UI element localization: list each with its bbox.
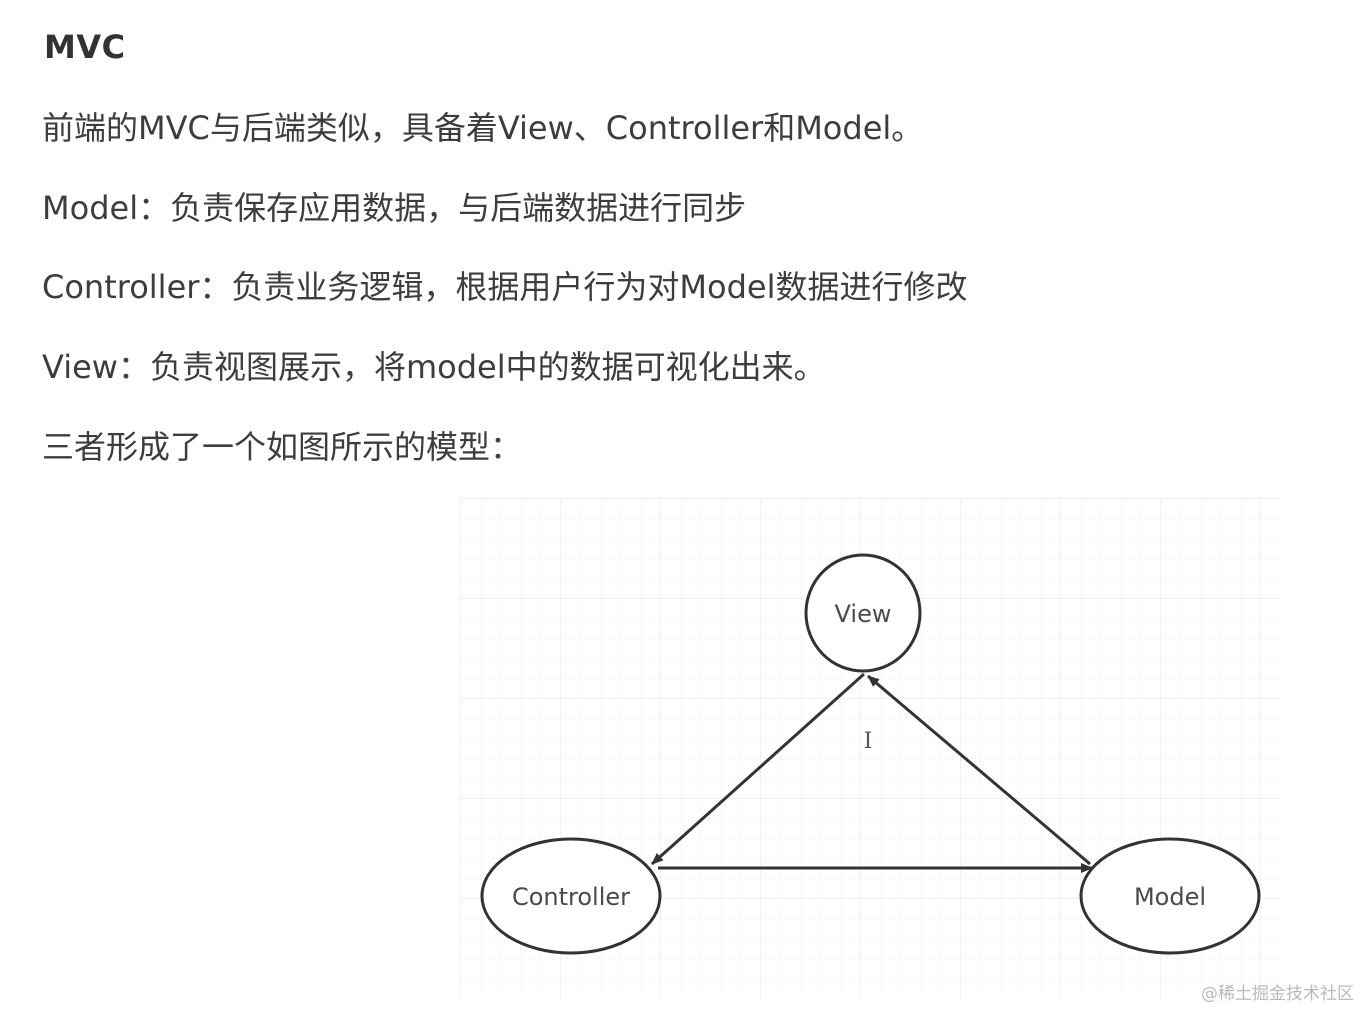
text-cursor-icon: I <box>864 729 873 754</box>
node-controller-label: Controller <box>512 883 630 911</box>
node-view: View <box>804 553 922 673</box>
node-view-label: View <box>835 600 892 628</box>
edge-model-to-view <box>867 674 1091 866</box>
view-description: View：负责视图展示，将model中的数据可视化出来。 <box>42 348 826 386</box>
watermark-text: @稀土掘金技术社区 <box>1201 984 1354 1004</box>
intro-paragraph: 前端的MVC与后端类似，具备着View、Controller和Model。 <box>42 109 924 147</box>
node-model: Model <box>1079 837 1261 955</box>
node-model-label: Model <box>1134 883 1206 911</box>
mvc-diagram: View Controller Model I <box>460 498 1280 998</box>
diagram-intro-paragraph: 三者形成了一个如图所示的模型： <box>42 428 523 466</box>
controller-description: Controller：负责业务逻辑，根据用户行为对Model数据进行修改 <box>42 268 968 306</box>
model-description: Model：负责保存应用数据，与后端数据进行同步 <box>42 189 747 227</box>
edge-view-to-controller <box>650 672 866 866</box>
node-controller: Controller <box>480 837 662 955</box>
section-heading: MVC <box>44 28 126 66</box>
